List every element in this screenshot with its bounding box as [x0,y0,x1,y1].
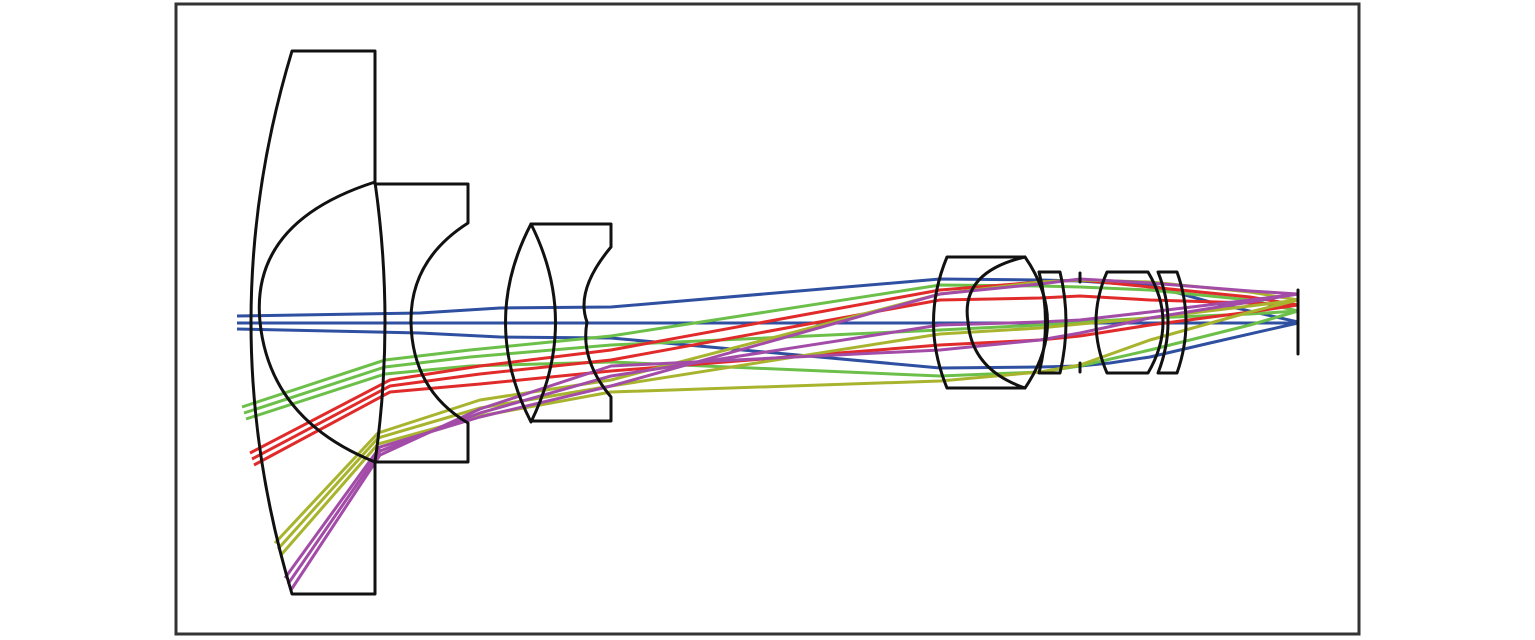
ray-field-2-0 [249,278,1299,455]
lens-element-5 [932,255,1027,390]
lens-element-5-rear-surface [1023,255,1049,390]
ray-field-2-2 [253,303,1299,467]
lens-element-1-inner-surface [257,180,377,464]
ray-bundle-field-4 [283,277,1299,591]
ray-field-1-1 [243,309,1299,415]
ray-bundles [236,277,1299,591]
ray-field-3-1 [276,298,1299,551]
lens-element-7 [1094,270,1165,375]
ray-field-3-2 [279,298,1299,556]
lens-element-4 [529,222,613,423]
ray-field-2-1 [251,294,1299,461]
lens-elements [249,49,1300,596]
lens-element-6 [1037,270,1068,375]
lens-element-8 [1156,270,1188,375]
ray-field-4-2 [289,292,1299,591]
ray-field-1-2 [245,309,1299,421]
lens-element-2 [373,182,470,464]
ray-bundle-field-2 [249,278,1299,467]
diagram-frame [174,2,1361,636]
lens-element-1 [249,49,387,596]
